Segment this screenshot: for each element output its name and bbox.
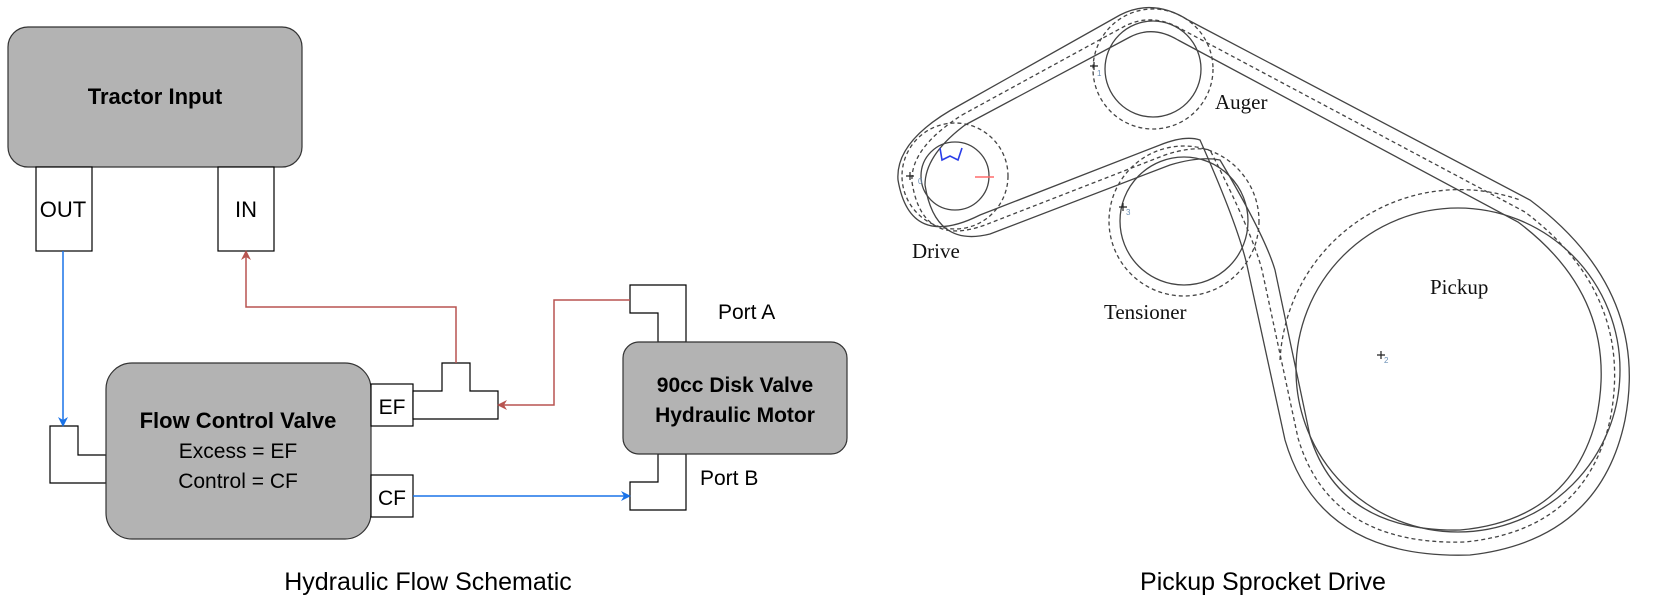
tensioner-pitch-circle <box>1108 145 1260 297</box>
sprocket-index-0: 0 <box>918 177 923 186</box>
drive-pitch-circle <box>901 122 1009 230</box>
sprocket-tensioner-3 <box>1108 145 1260 297</box>
tensioner-label: Tensioner <box>1104 300 1187 324</box>
sprocket-caption: Pickup Sprocket Drive <box>1140 568 1386 596</box>
flow-control-valve-title: Flow Control Valve <box>140 408 337 433</box>
port-a-label: Port A <box>718 301 775 324</box>
drive-label: Drive <box>912 239 960 263</box>
motor-box <box>622 341 848 455</box>
ef-port-label: EF <box>379 396 406 419</box>
inlet-elbow-fitting <box>49 425 107 484</box>
pickup-label: Pickup <box>1430 275 1488 299</box>
sprocket-index-1: 1 <box>1097 69 1102 78</box>
sprocket-index-2: 2 <box>1384 356 1389 365</box>
tractor-input-title: Tractor Input <box>88 84 223 109</box>
center-mark-2 <box>1377 351 1385 359</box>
belt-chain <box>897 6 1630 556</box>
port-b-label: Port B <box>700 467 758 490</box>
auger-label: Auger <box>1215 90 1267 114</box>
drive-sprocket-circle <box>920 141 990 211</box>
hydraulic-motor-block: 90cc Disk Valve Hydraulic Motor Port A P… <box>622 284 848 511</box>
belt-outer <box>897 6 1630 556</box>
auger-sprocket-circle <box>1104 20 1202 118</box>
motor-title-line1: 90cc Disk Valve <box>657 374 813 397</box>
out-port-label: OUT <box>40 197 86 222</box>
tee-fitting <box>412 362 499 420</box>
tractor-input-box <box>7 26 303 168</box>
out-port-box <box>35 166 93 252</box>
flow-control-valve-block: Flow Control Valve Excess = EF Control =… <box>49 362 499 540</box>
auger-pitch-circle <box>1092 8 1214 130</box>
return-line-port-a-to-tee <box>497 299 630 410</box>
tensioner-sprocket-circle <box>1119 156 1249 286</box>
sprocket-drive-0 <box>901 122 1009 230</box>
sprocket-auger-1 <box>1092 8 1214 130</box>
sprocket-drive <box>897 6 1630 556</box>
control-definition: Control = CF <box>178 470 298 493</box>
pickup-sprocket-circle <box>1295 207 1621 533</box>
sprocket-index-3: 3 <box>1126 208 1131 217</box>
center-marks <box>906 62 1385 359</box>
cf-port-label: CF <box>378 487 406 510</box>
center-mark-1 <box>1090 62 1098 70</box>
in-port-label: IN <box>235 197 257 222</box>
port-a-fitting <box>629 284 687 343</box>
belt-inner <box>924 31 1602 531</box>
sprocket-pickup-2 <box>1279 189 1621 533</box>
motor-title-line2: Hydraulic Motor <box>655 404 815 427</box>
excess-definition: Excess = EF <box>179 440 297 463</box>
belt-middle <box>911 19 1616 543</box>
center-mark-3 <box>1119 203 1127 211</box>
flow-control-valve-box <box>105 362 372 540</box>
center-mark-0 <box>906 172 914 180</box>
in-port-box <box>217 166 275 252</box>
return-line-tee-to-tractor <box>241 250 457 363</box>
port-b-fitting <box>629 453 687 511</box>
drive-bracket-glyph <box>939 147 963 162</box>
cf-port-box <box>370 474 414 518</box>
hydraulic-caption: Hydraulic Flow Schematic <box>284 568 572 596</box>
hydraulic-schematic: Tractor Input OUT IN Flow Control Valve … <box>7 26 848 596</box>
tractor-input-block: Tractor Input OUT IN <box>7 26 303 252</box>
